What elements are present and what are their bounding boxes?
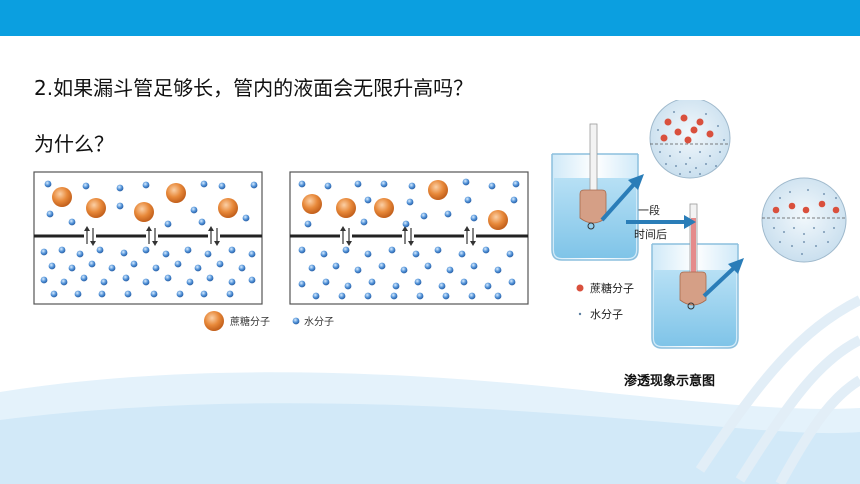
zoom-arrow-1 — [600, 180, 638, 222]
legend-water-label: 水分子 — [590, 308, 623, 321]
zoom-arrow-2-head — [728, 258, 744, 274]
membrane-diagram: 蔗糖分子 水分子 — [33, 171, 529, 331]
zoom-circle-before — [649, 100, 731, 179]
time-arrow-head — [684, 215, 696, 229]
time-label-line2: 时间后 — [634, 228, 667, 241]
osmosis-diagram: 一段 时间后 — [551, 100, 847, 349]
legend-sucrose-marker — [204, 311, 224, 331]
membrane-panel-after — [289, 171, 529, 305]
legend-sucrose-label: 蔗糖分子 — [590, 281, 634, 295]
figure-caption: 渗透现象示意图 — [624, 374, 716, 389]
osmosis-legend: 蔗糖分子 水分子 — [576, 281, 634, 321]
membrane-legend: 蔗糖分子 水分子 — [204, 311, 334, 331]
membrane-panel-before — [33, 171, 263, 305]
zoom-arrow-1-head — [628, 174, 644, 190]
header-bar — [0, 0, 860, 36]
legend-sucrose-marker — [576, 284, 584, 292]
legend-water-marker — [292, 317, 300, 325]
zoom-arrow-2 — [702, 264, 738, 298]
time-label-line1: 一段 — [638, 203, 660, 217]
beaker-before — [551, 123, 639, 261]
zoom-circle-after — [761, 177, 847, 263]
legend-water-label: 水分子 — [304, 316, 334, 328]
legend-water-marker — [578, 312, 582, 316]
beaker-after — [651, 203, 739, 349]
legend-sucrose-label: 蔗糖分子 — [230, 315, 270, 328]
question-followup: 为什么？ — [34, 132, 114, 156]
question-text: 2.如果漏斗管足够长，管内的液面会无限升高吗？ — [34, 76, 474, 100]
